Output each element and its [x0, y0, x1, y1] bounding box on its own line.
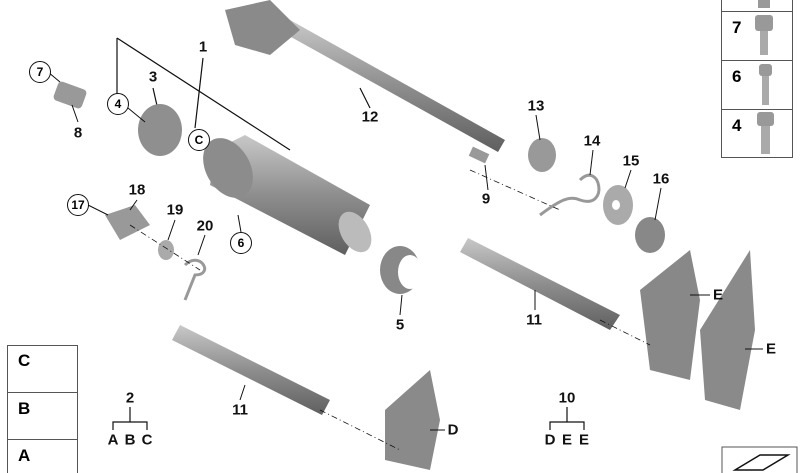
group-10-variant-d: D [544, 431, 556, 449]
shift-shaft [225, 0, 505, 152]
callout-18: 18 [128, 181, 146, 199]
callout-11-lower: 11 [232, 401, 248, 419]
group-10-label: 10 [558, 389, 576, 407]
callout-9: 9 [481, 190, 491, 208]
group-2-label: 2 [125, 389, 135, 407]
screw-variant-label: 7 [732, 18, 742, 37]
shift-drum [203, 135, 372, 255]
next-view-icon[interactable] [721, 446, 798, 473]
callout-c: C [188, 129, 210, 151]
shift-fork-e2 [700, 250, 755, 410]
group-2-variant-b: B [124, 431, 136, 449]
callout-19: 19 [166, 201, 184, 219]
callout-1: 1 [198, 38, 208, 56]
callout-e-1: E [712, 286, 724, 304]
callout-14: 14 [583, 132, 601, 150]
callout-d: D [447, 421, 459, 439]
group-10-variant-e: E [578, 431, 590, 449]
callout-4: 4 [107, 93, 129, 115]
variant-brackets [112, 407, 585, 430]
group-10-variant-e: E [561, 431, 573, 449]
bracket-lines [116, 37, 371, 151]
pin-variant-label: A [18, 446, 31, 465]
screw-variant-label: 6 [732, 67, 742, 86]
fork-rod-lower [172, 325, 330, 415]
callout-15: 15 [622, 152, 640, 170]
group-2-variant-a: A [107, 431, 119, 449]
fork-rod-upper [460, 238, 620, 330]
callout-12: 12 [361, 108, 379, 126]
pin-variant-label: B [18, 399, 31, 418]
callout-5: 5 [395, 316, 405, 334]
screw-illustrations [755, 0, 774, 154]
spring-20 [183, 258, 207, 301]
callout-20: 20 [196, 217, 214, 235]
pin-variant-label: C [18, 351, 31, 370]
group-2-variant-c: C [141, 431, 153, 449]
bearing-16 [635, 217, 665, 253]
callout-11-upper: 11 [526, 311, 542, 329]
spring-14 [539, 173, 601, 217]
callout-6: 6 [230, 232, 252, 254]
callout-13: 13 [527, 97, 545, 115]
washer-19 [158, 240, 174, 260]
callout-e-2: E [765, 340, 777, 358]
callout-17: 17 [67, 194, 89, 216]
bolt-9 [468, 146, 490, 164]
screw-variant-table: 7 6 4 [721, 0, 793, 158]
shift-star [138, 104, 182, 156]
pin-variant-table: C B A [7, 345, 78, 473]
lever-18 [105, 205, 150, 240]
leader-lines [47, 71, 763, 431]
plate-part [53, 81, 87, 109]
screw-variant-label: 4 [732, 116, 742, 135]
callout-7: 7 [29, 61, 51, 83]
shift-fork-e1 [640, 250, 700, 380]
axis-lines [129, 169, 651, 451]
callout-8: 8 [73, 124, 83, 142]
callout-16: 16 [652, 170, 670, 188]
part-13 [528, 138, 556, 172]
shift-fork-d [385, 370, 440, 470]
callout-3: 3 [148, 68, 158, 86]
